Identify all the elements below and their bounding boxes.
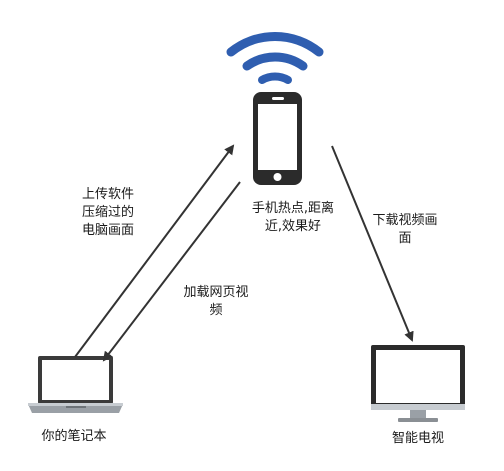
phone-label-line-2: 近,效果好 — [264, 219, 322, 234]
upload-arrow — [74, 144, 235, 358]
monitor-icon — [371, 345, 465, 422]
tv-label: 智能电视 — [391, 431, 444, 446]
laptop-icon — [28, 356, 123, 413]
download-arrow — [331, 145, 414, 342]
smartphone-icon — [253, 92, 302, 185]
phone-label: 手机热点,距离 近,效果好 — [238, 200, 348, 236]
load-label-line-2: 频 — [209, 303, 223, 318]
upload-label-line-1: 上传软件 — [82, 187, 135, 202]
load-label-line-1: 加载网页视 — [183, 285, 249, 300]
phone-label-line-1: 手机热点,距离 — [251, 201, 335, 216]
upload-label-line-2: 压缩过的 — [82, 205, 135, 220]
load-label: 加载网页视 频 — [170, 284, 262, 320]
download-label: 下载视频画 面 — [364, 212, 446, 248]
download-label-line-1: 下载视频画 — [372, 213, 438, 228]
download-label-line-2: 面 — [398, 231, 412, 246]
load-arrow — [102, 181, 241, 362]
laptop-label: 你的笔记本 — [41, 429, 107, 444]
upload-label: 上传软件 压缩过的 电脑画面 — [82, 186, 134, 240]
upload-label-line-3: 电脑画面 — [82, 223, 135, 238]
wifi-icon — [226, 31, 324, 84]
